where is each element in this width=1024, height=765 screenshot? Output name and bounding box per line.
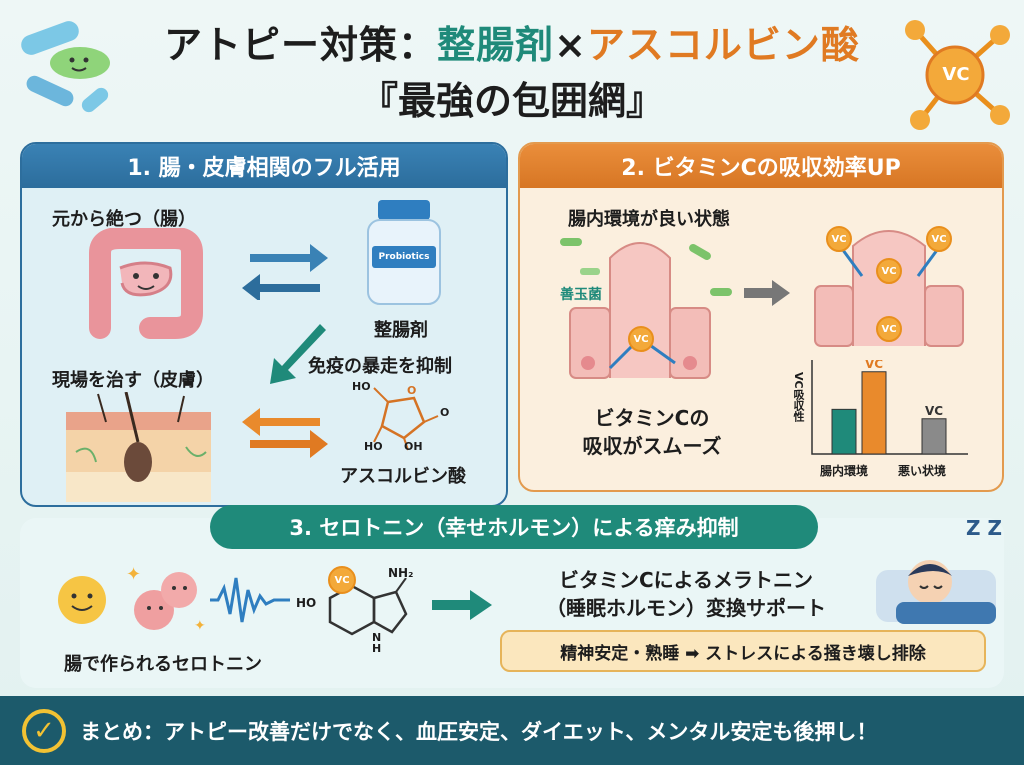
chem-o1: O: [407, 384, 417, 397]
vc-badge: VC: [926, 226, 952, 252]
page-title: アトピー対策：整腸剤×アスコルビン酸: [0, 14, 1024, 69]
chart-bar: [831, 408, 857, 455]
skin-label: 現場を治す（皮膚）: [52, 370, 214, 391]
chart-axis: [811, 360, 968, 455]
good-bacteria-label: 善玉菌: [560, 287, 602, 303]
title-part4: アスコルビン酸: [586, 23, 860, 67]
skin-layer-icon: [66, 392, 211, 502]
gut-environment-label: 腸内環境が良い状態: [568, 209, 730, 230]
title-part3: ×: [554, 23, 587, 67]
vc-molecule-icon: [905, 20, 1010, 130]
chem-ho1: HO: [352, 380, 371, 393]
chem-o2: O: [440, 406, 450, 419]
ascorbic-acid-structure-icon: [373, 387, 439, 451]
exchange-arrows-icon: [242, 244, 328, 300]
vc-absorption-chart: VC VC: [811, 360, 968, 455]
chart-ylabel: VC吸収性: [792, 372, 805, 422]
absorb-line1: ビタミンCの: [594, 406, 710, 430]
title-part2: 整腸剤: [437, 23, 555, 67]
wave-icon: [210, 577, 290, 623]
villus-absorbing-icon: [814, 230, 964, 347]
probiotics-bottle-label: Probiotics: [372, 246, 436, 268]
villus-good-icon: [560, 238, 732, 379]
chem-ho2: HO: [364, 440, 383, 453]
chem-oh: OH: [404, 440, 423, 453]
chart-bar-label: VC: [925, 404, 943, 418]
grey-arrow-icon: [744, 280, 790, 306]
melatonin-line2: （睡眠ホルモン）変換サポート: [546, 596, 826, 620]
intestine-icon: [89, 228, 203, 339]
melatonin-line1: ビタミンCによるメラトニン: [558, 568, 814, 592]
chart-bar-label: VC: [865, 360, 883, 371]
chart-bar: [921, 418, 947, 455]
immune-label: 免疫の暴走を抑制: [308, 356, 452, 377]
check-icon: ✓: [22, 708, 66, 753]
vc-badge: VC: [876, 258, 902, 284]
zzz-label: Z Z: [966, 516, 1002, 540]
teal-arrow-icon: [432, 590, 492, 620]
footer-text: まとめ：アトピー改善だけでなく、血圧安定、ダイエット、メンタル安定も後押し！: [80, 719, 878, 744]
svg-text:✦: ✦: [126, 564, 141, 585]
diagonal-arrow-icon: [270, 324, 326, 384]
section2-heading: 2. ビタミンCの吸収効率UP: [520, 144, 1002, 188]
page-subtitle: 『最強の包囲網』: [359, 79, 664, 123]
chart-category-1: 悪い状境: [898, 464, 947, 478]
vc-badge: VC: [826, 226, 852, 252]
vc-badge: VC: [628, 326, 654, 352]
vc-badge: VC: [876, 316, 902, 342]
title-part1: アトピー対策：: [164, 23, 438, 67]
chem-nh2: NH₂: [388, 566, 414, 580]
ascorbic-label: アスコルビン酸: [340, 466, 466, 487]
sleeping-person-icon: [876, 560, 996, 624]
section3-heading: 3. セロトニン（幸せホルモン）による痒み抑制: [210, 505, 818, 549]
footer-bar: ✓ まとめ：アトピー改善だけでなく、血圧安定、ダイエット、メンタル安定も後押し！: [0, 696, 1024, 765]
section1-heading: 1. 腸・皮膚相関のフル活用: [22, 144, 506, 188]
serotonin-characters-icon: ✦ ✦: [58, 564, 206, 634]
vc-molecule-label: VC: [942, 64, 970, 85]
probiotic-label: 整腸剤: [374, 320, 428, 341]
vc-badge-serotonin: VC: [328, 566, 356, 594]
chem-ho-serotonin: HO: [296, 596, 317, 610]
chem-nh: N H: [372, 631, 382, 655]
orange-exchange-arrows-icon: [242, 408, 328, 458]
serotonin-label: 腸で作られるセロトニン: [64, 654, 262, 675]
bacteria-decoration-icon: [21, 21, 110, 113]
svg-text:✦: ✦: [194, 618, 206, 634]
absorb-line2: 吸収がスムーズ: [582, 434, 722, 458]
note-box: 精神安定・熟睡 ➡ ストレスによる掻き壊し排除: [500, 630, 986, 672]
chart-bar: [861, 371, 887, 455]
serotonin-structure-icon: [328, 578, 408, 636]
chart-category-0: 腸内環境: [820, 464, 869, 478]
gut-label: 元から絶つ（腸）: [52, 209, 196, 230]
